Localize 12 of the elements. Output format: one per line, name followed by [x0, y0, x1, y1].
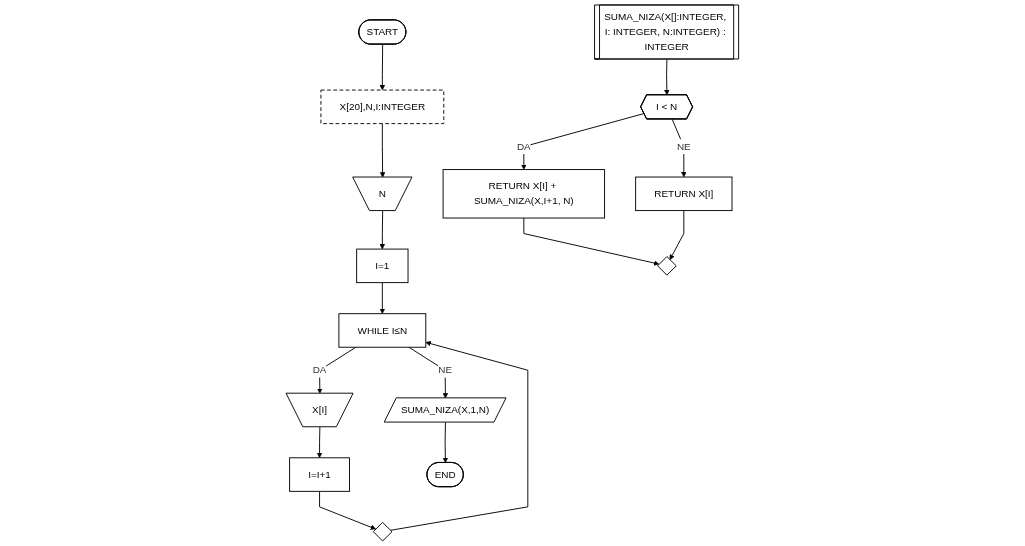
node-box: I=I+1	[289, 457, 351, 492]
edge-label: NE	[438, 364, 453, 376]
edge-label: NE	[677, 141, 691, 152]
node-box: X[20],N,I:INTEGER	[320, 89, 445, 125]
node-diamond	[657, 256, 677, 276]
node-box: WHILE I≤N	[338, 313, 427, 348]
edge-label: DA	[312, 364, 327, 376]
node-box: RETURN X[I] + SUMA_NIZA(X,I+1, N)	[442, 169, 606, 219]
edge-label: DA	[517, 141, 531, 152]
node-box: RETURN X[I]	[635, 176, 733, 212]
node-box: I=1	[356, 248, 409, 284]
node-diamond	[373, 521, 393, 542]
